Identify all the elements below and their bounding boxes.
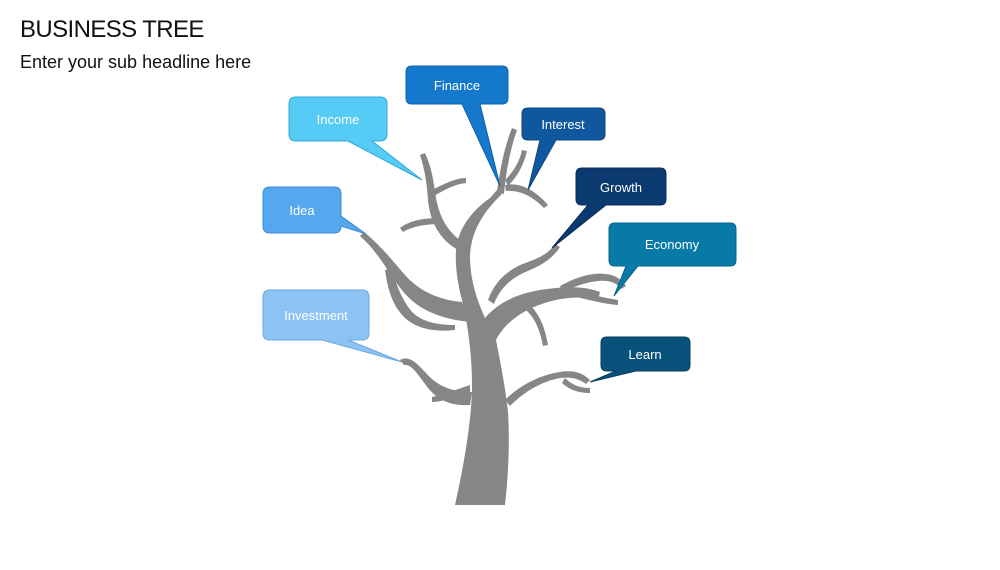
page-title: BUSINESS TREE <box>20 16 204 43</box>
bubble-label: Economy <box>645 237 700 252</box>
tree-branch <box>420 153 466 250</box>
bubble-finance: Finance <box>405 65 509 187</box>
tree-branch <box>560 273 626 292</box>
tree-branch <box>505 150 527 186</box>
tree-branch <box>488 244 560 304</box>
tree-branch <box>562 378 590 393</box>
tree-branch <box>400 218 442 232</box>
page-subtitle: Enter your sub headline here <box>20 52 252 72</box>
bubble-interest: Interest <box>521 107 606 191</box>
tree-branch <box>432 385 470 402</box>
bubble-income: Income <box>288 96 423 181</box>
bubble-label: Investment <box>284 308 348 323</box>
bubble-label: Learn <box>628 347 661 362</box>
bubble-label: Growth <box>600 180 642 195</box>
bubble-label: Income <box>317 112 360 127</box>
tree-branch <box>526 305 548 346</box>
tree-trunk <box>455 190 600 505</box>
tree-branch <box>505 184 548 208</box>
tree-branch <box>432 178 466 196</box>
tree-branch <box>505 371 590 406</box>
tree-branch <box>497 128 517 194</box>
tree-branch <box>385 268 455 331</box>
bubble-economy: Economy <box>608 222 737 297</box>
bubble-label: Interest <box>541 117 585 132</box>
bubble-label: Finance <box>434 78 480 93</box>
tree-graphic <box>360 128 626 505</box>
bubble-growth: Growth <box>551 167 667 249</box>
bubble-idea: Idea <box>262 186 367 235</box>
bubble-investment: Investment <box>262 289 403 363</box>
tree-branch <box>575 292 618 305</box>
bubble-label: Idea <box>289 203 315 218</box>
bubble-learn: Learn <box>589 336 691 383</box>
tree-branch <box>360 232 470 322</box>
